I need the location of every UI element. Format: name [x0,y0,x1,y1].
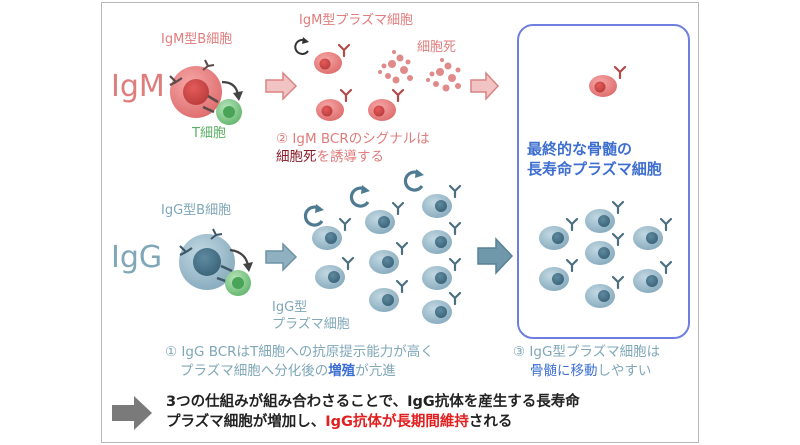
igm-t-cell [216,99,242,125]
igg-b-cell-label: IgG型B細胞 [161,203,232,218]
igm-arrow-2 [470,71,500,101]
igg-t-cell [225,270,251,296]
long-lived-title-line1: 最終的な骨髄の [527,140,633,158]
igg-caption3-migrate: 骨髄に移動 [530,363,598,379]
summary-line2: プラズマ細胞が増加し、IgG抗体が長期間維持される [166,413,580,433]
summary-highlight: IgG抗体が長期間維持 [325,413,469,430]
summary-line2-a: プラズマ細胞が増加し、 [166,413,326,430]
igg-caption3-line1: ③ IgG型プラズマ細胞は [513,344,661,360]
igg-caption1-line2: プラズマ細胞へ分化後の増殖が亢進 [180,363,396,380]
igg-caption1-c: が亢進 [355,363,396,379]
igg-title: IgG [111,240,163,275]
igm-caption-line2: 細胞死を誘導する [276,149,385,166]
igm-b-cell-label: IgM型B細胞 [161,32,233,47]
summary-line2-c: される [468,413,513,430]
igg-caption1-line1: ① IgG BCRはT細胞への抗原提示能力が高く [165,344,434,360]
long-lived-title: 最終的な骨髄の 長寿命プラズマ細胞 [527,139,662,180]
igg-caption1-proliferation: 増殖 [328,363,356,379]
igg-arrow-2 [477,237,514,275]
figure-frame [101,2,699,443]
igg-plasma-label-line1: IgG型 [272,300,308,315]
summary-line1: 3つの仕組みが組み合わさることで、IgG抗体を産生する長寿命 [166,394,580,410]
igg-caption3-rest: しやすい [597,363,652,379]
igm-t-cell-label: T細胞 [192,126,226,141]
igm-title: IgM [111,69,165,104]
igg-arrow-1 [265,242,298,272]
cell-death-fragments [378,50,461,92]
long-lived-title-line2: 長寿命プラズマ細胞 [527,160,662,179]
igm-plasma-label: IgM型プラズマ細胞 [299,13,414,28]
igg-caption1-a: プラズマ細胞へ分化後の [180,363,329,379]
long-lived-igg-plasma [539,200,673,308]
igm-caption-rest: を誘導する [316,149,385,165]
igm-caption-cell-death: 細胞死 [276,149,317,165]
igg-caption3-line2: 骨髄に移動しやすい [530,363,652,380]
bone-marrow-box [517,24,690,339]
igg-plasma-cells [303,167,462,324]
long-lived-igm-plasma [589,65,627,97]
igm-b-cell [169,59,222,118]
summary-arrow-icon [112,396,152,430]
summary: 3つの仕組みが組み合わさることで、IgG抗体を産生する長寿命 プラズマ細胞が増加… [166,393,580,432]
igm-arrow-1 [265,71,298,101]
igm-plasma-cells [294,36,405,121]
igm-caption-line1: ② IgM BCRのシグナルは [276,131,430,147]
igg-b-cell [179,228,235,290]
cell-death-label: 細胞死 [417,40,457,55]
igg-plasma-label-line2: プラズマ細胞 [272,317,350,332]
